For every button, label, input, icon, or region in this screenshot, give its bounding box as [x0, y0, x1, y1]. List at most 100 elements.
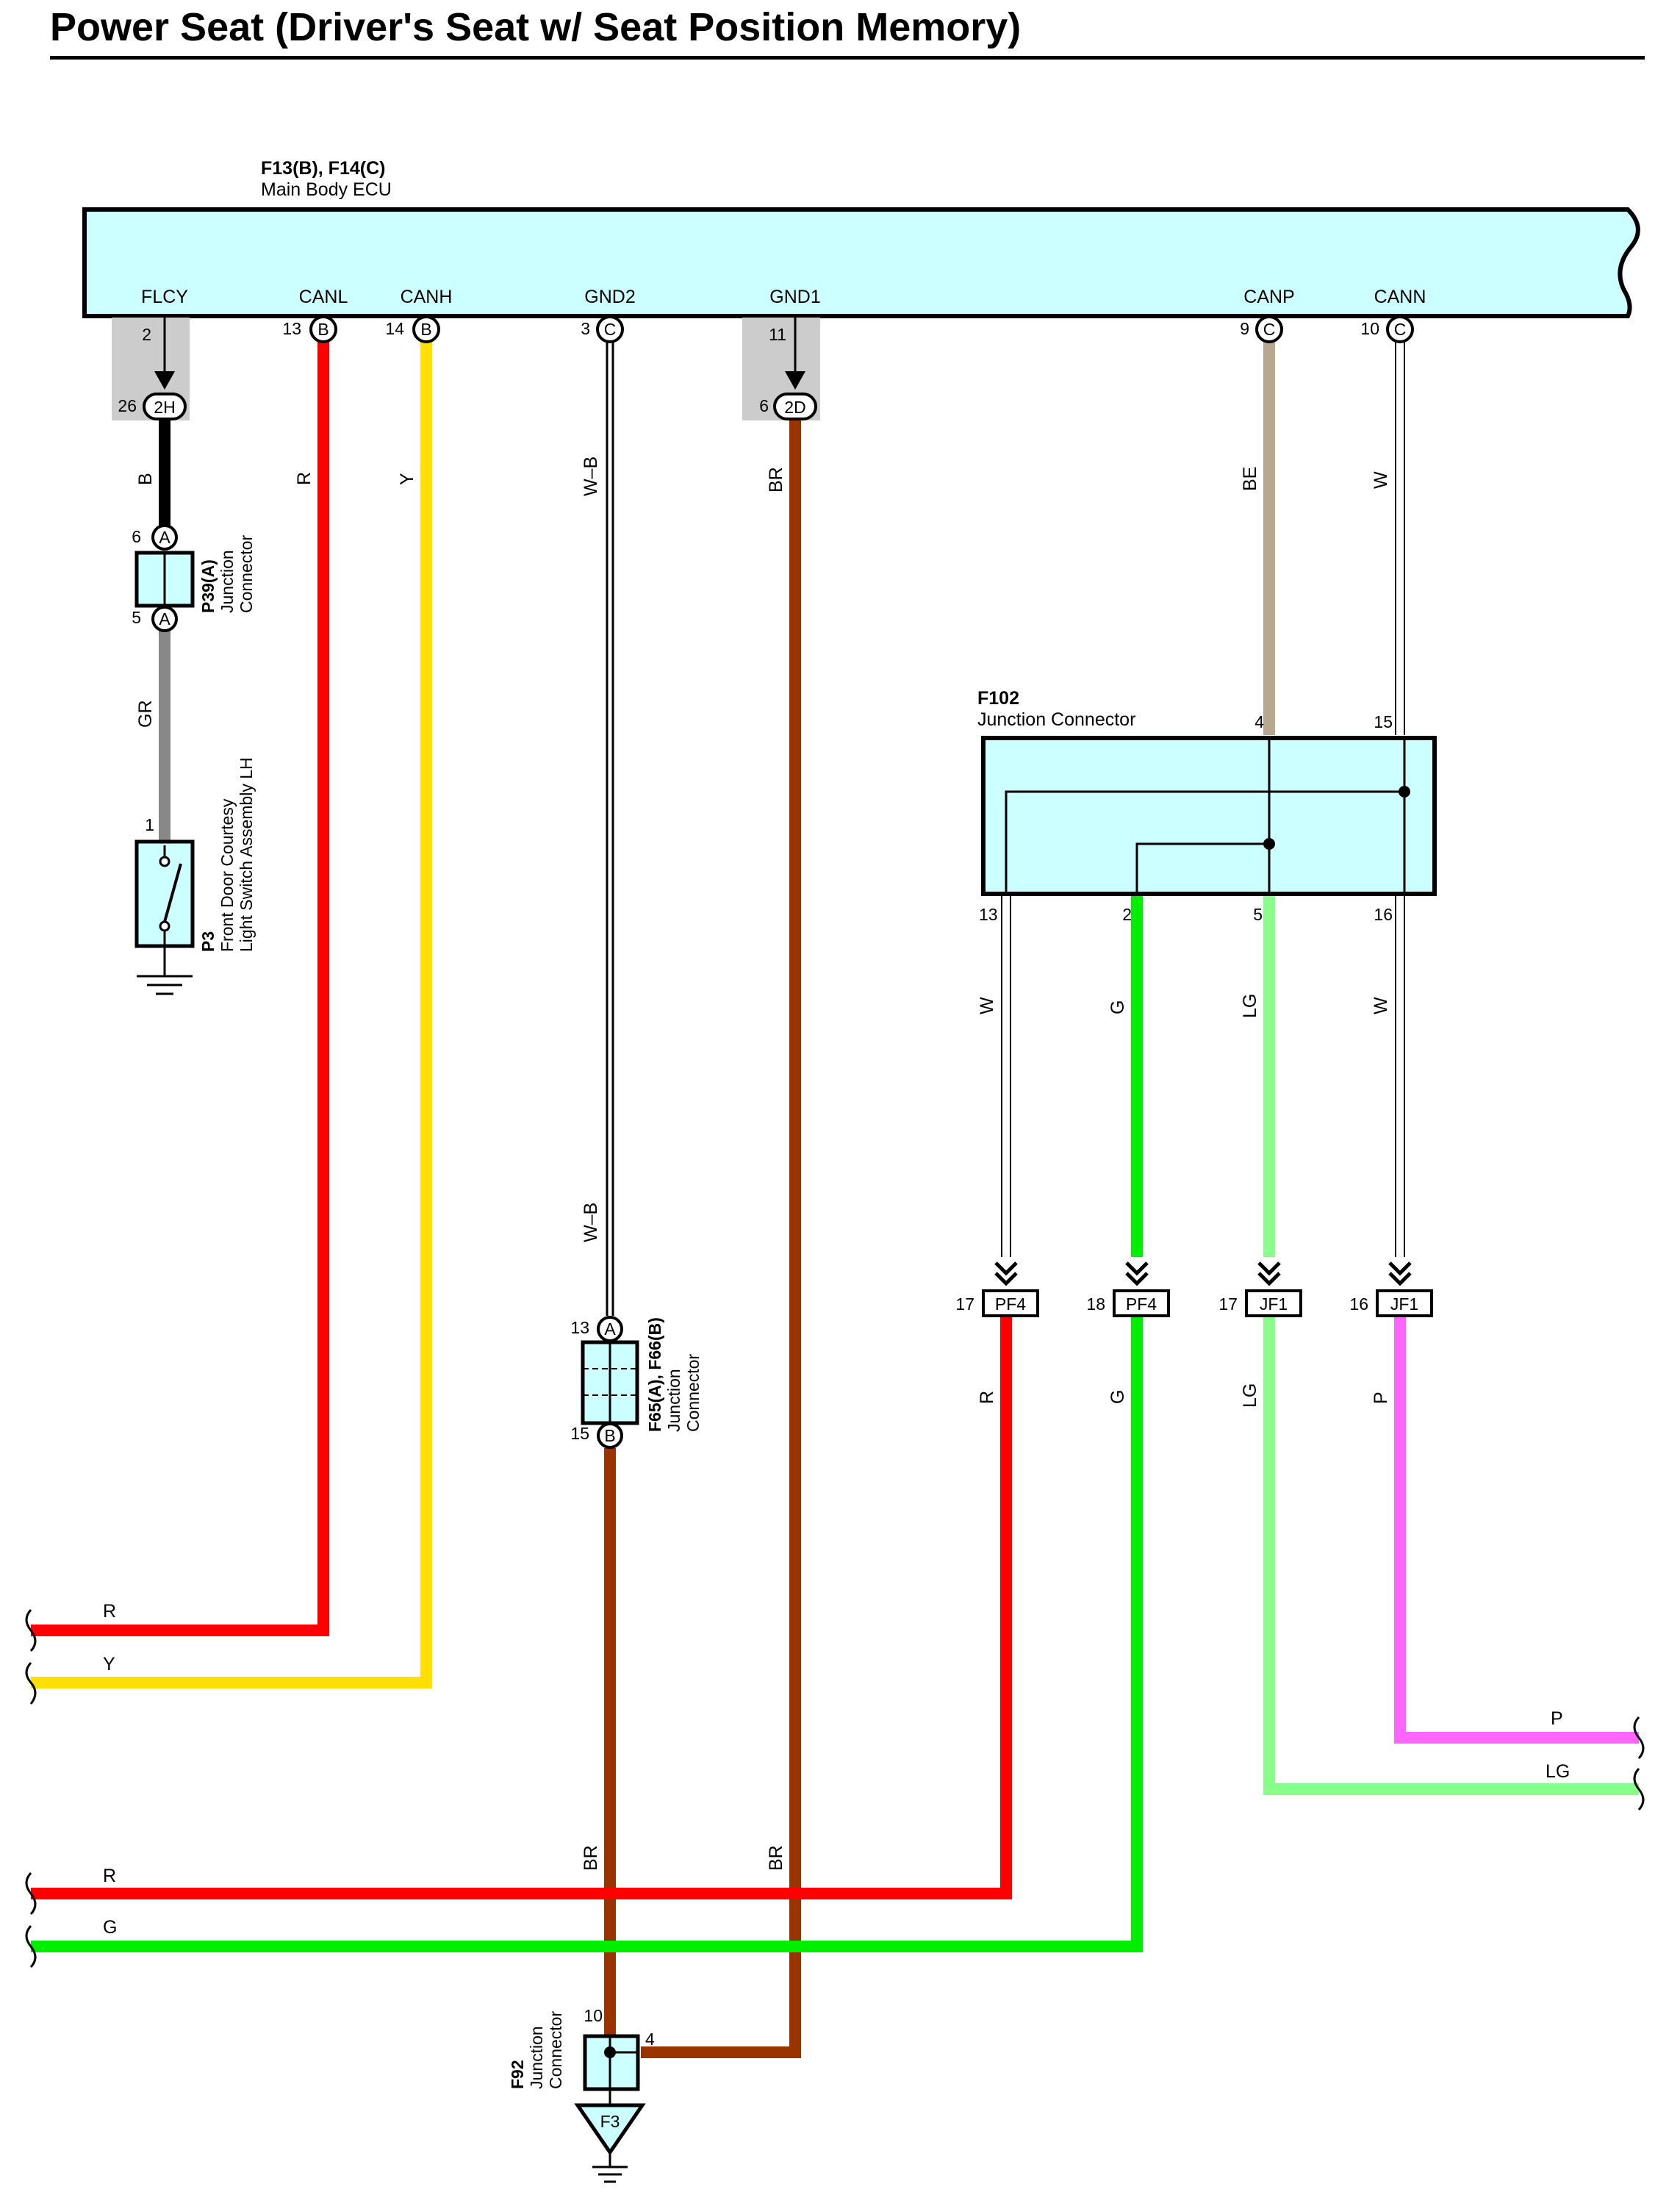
- f92-line1: Junction: [527, 2026, 546, 2089]
- exit-label-g: G: [103, 1917, 117, 1938]
- p39-circle-bottom: [151, 606, 178, 632]
- p3-line2: Light Switch Assembly LH: [237, 757, 256, 952]
- wire-label-canl: R: [294, 472, 315, 485]
- terminal-gnd1: GND1: [769, 287, 820, 307]
- f102-pin-2: 2: [1122, 905, 1132, 924]
- ground-icon-p3: [137, 975, 193, 995]
- f102-pin-5: 5: [1253, 905, 1263, 924]
- conn-canh: B: [420, 320, 431, 339]
- pin-circle-gnd2: [596, 315, 624, 343]
- f102-pin-4: 4: [1254, 712, 1264, 731]
- conn-gnd2: C: [604, 320, 617, 339]
- inline-code-2h: 2H: [154, 398, 175, 417]
- p3-label: P3 Front Door Courtesy Light Switch Asse…: [198, 757, 256, 952]
- wire-label-gnd2-bottom: BR: [581, 1845, 601, 1871]
- conn-canl: B: [317, 320, 329, 339]
- wire-label-jf1-16: P: [1371, 1392, 1391, 1404]
- wire-jf1-16-p: [1394, 1316, 1639, 1744]
- pin-circle-cann: [1386, 315, 1414, 343]
- pin-cann: 10: [1360, 319, 1379, 338]
- splice-pin-pf4-17: 17: [955, 1294, 974, 1314]
- f102-junction-dot: [1399, 786, 1410, 798]
- p39-line1: Junction: [218, 550, 237, 613]
- f65-conn-top: A: [604, 1319, 616, 1339]
- f65-line2: Connector: [683, 1354, 703, 1432]
- pin-circle-canl: [309, 315, 337, 343]
- terminal-canp: CANP: [1243, 287, 1294, 307]
- f92-line2: Connector: [546, 2011, 565, 2089]
- p39-pin-top: 6: [132, 527, 141, 546]
- main-body-ecu: [82, 207, 1640, 318]
- splice-pf4-18: [1113, 1261, 1170, 1317]
- terminal-canh: CANH: [401, 287, 453, 307]
- f65-conn-bottom: B: [604, 1426, 615, 1445]
- exit-label-r1: R: [103, 1601, 116, 1622]
- wire-label-f102-2: G: [1108, 1000, 1128, 1014]
- pin-circle-canp: [1255, 315, 1283, 343]
- wire-label-canp: BE: [1240, 467, 1260, 491]
- pin-flcy: 2: [142, 325, 151, 344]
- splice-code-jf1-17: JF1: [1260, 1294, 1288, 1314]
- wire-label-canh: Y: [397, 473, 417, 485]
- wire-label-flcy-b: B: [135, 473, 156, 485]
- inline-connector-2d: [773, 393, 817, 420]
- inline-code-2d: 2D: [784, 398, 805, 417]
- title-underline: [50, 56, 1645, 60]
- f102-ref: F102: [977, 688, 1019, 709]
- wire-label-pf4-17: R: [977, 1391, 997, 1404]
- pin-canh: 14: [385, 319, 404, 338]
- pin-canp: 9: [1240, 319, 1249, 338]
- exit-label-y: Y: [103, 1654, 115, 1675]
- splice-code-jf1-16: JF1: [1390, 1294, 1418, 1314]
- wire-label-f102-16: W: [1371, 997, 1391, 1014]
- splice-jf1-16: [1376, 1261, 1433, 1317]
- f65-line1: Junction: [664, 1369, 683, 1432]
- f102-junction-dot: [1263, 838, 1275, 850]
- pin-circle-canh: [412, 315, 440, 343]
- f92-junction-connector: [583, 2034, 640, 2091]
- splice-code-pf4-18: PF4: [1126, 1294, 1157, 1314]
- f102-pin-16: 16: [1374, 905, 1393, 924]
- terminal-gnd2: GND2: [584, 287, 635, 307]
- exit-label-lg: LG: [1546, 1761, 1570, 1782]
- gnd1-arrow-icon: [785, 371, 805, 390]
- inline-connector-2h: [143, 393, 187, 420]
- exit-label-r2: R: [103, 1866, 116, 1886]
- pin-gnd1: 11: [769, 325, 786, 344]
- p3-pin: 1: [145, 815, 154, 834]
- f65-ref: F65(A), F66(B): [645, 1317, 664, 1432]
- p39-conn-top: A: [159, 528, 170, 547]
- f102-junction-connector: [981, 736, 1437, 896]
- p39-ref: P39(A): [198, 559, 218, 613]
- wire-break-left-icon: [25, 1608, 37, 1969]
- p39-label: P39(A) Junction Connector: [198, 535, 256, 613]
- wire-label-pf4-18: G: [1108, 1390, 1128, 1404]
- wire-label-flcy-gr: GR: [135, 701, 156, 728]
- flcy-arrow-icon: [154, 371, 175, 390]
- wire-label-cann: W: [1371, 471, 1391, 489]
- inline-pin-2d: 6: [759, 396, 769, 415]
- f65-pin-bottom: 15: [570, 1424, 589, 1443]
- conn-cann: C: [1394, 320, 1407, 339]
- pin-gnd2: 3: [581, 319, 590, 338]
- wire-label-gnd2-upper: W–B: [581, 456, 601, 496]
- pin-canl: 13: [282, 319, 301, 338]
- f92-ground-label: F3: [600, 2112, 620, 2131]
- splice-code-pf4-17: PF4: [995, 1294, 1026, 1314]
- f92-pin-top: 10: [584, 2006, 603, 2025]
- splice-jf1-17: [1245, 1261, 1302, 1317]
- splice-pin-jf1-16: 16: [1349, 1294, 1368, 1314]
- ground-point-f3: [574, 2103, 646, 2156]
- wire-gnd1-br: [641, 419, 801, 2058]
- terminal-canl: CANL: [299, 287, 348, 307]
- p3-line1: Front Door Courtesy: [218, 798, 237, 952]
- f65-pin-top: 13: [570, 1318, 589, 1337]
- splice-pf4-17: [982, 1261, 1039, 1317]
- ecu-ref: F13(B), F14(C): [261, 158, 385, 179]
- wire-canl: [31, 340, 329, 1636]
- wire-pf4-18-g: [31, 1316, 1143, 1952]
- f102-pin-13: 13: [979, 905, 998, 924]
- wire-jf1-17-lg: [1263, 1316, 1639, 1795]
- p39-pin-bottom: 5: [132, 608, 141, 627]
